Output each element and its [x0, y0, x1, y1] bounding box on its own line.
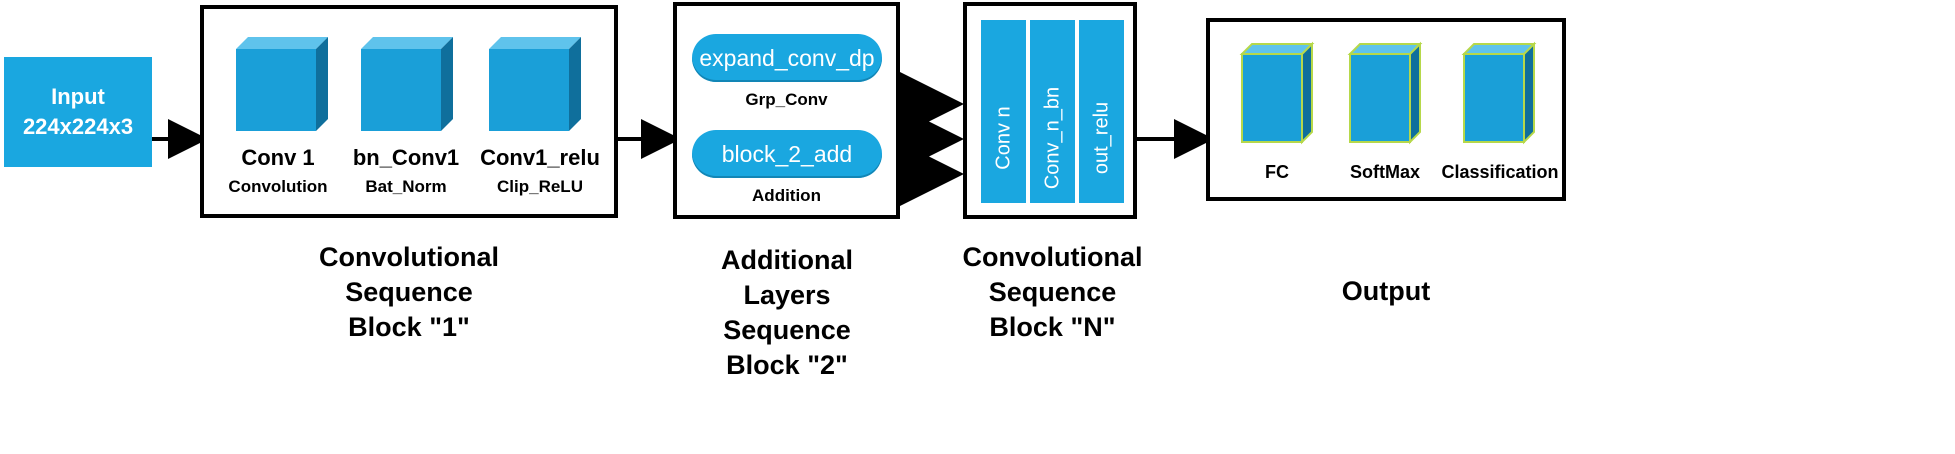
caption-block-2-line-3: Sequence — [723, 315, 851, 346]
bar-conv-n: Conv n — [981, 20, 1026, 203]
caption-block-n-line-3: Block "N" — [989, 312, 1116, 343]
pill-block-2-add: block_2_add — [692, 130, 882, 178]
layer-type-convolution: Convolution — [228, 177, 328, 196]
input-dimensions: 224x224x3 — [22, 114, 134, 139]
cube-conv1 — [236, 37, 328, 131]
caption-block-n-line-1: Convolutional — [962, 242, 1143, 272]
layer-type-bat-norm: Bat_Norm — [365, 177, 447, 196]
cube-fc — [1239, 41, 1315, 145]
input-box: Input 224x224x3 — [4, 57, 152, 167]
caption-block-2: Additional Layers Sequence Block "2" — [677, 243, 897, 383]
output-label-fc: FC — [1265, 162, 1289, 182]
caption-block-1-line-1: Convolutional — [319, 242, 499, 272]
input-label: Input — [51, 84, 105, 110]
layer-name-conv1: Conv 1 — [241, 145, 315, 170]
cube-conv1-relu — [489, 37, 581, 131]
caption-block-2-line-1: Additional — [721, 245, 853, 275]
bar-conv-n-bn: Conv_n_bn — [1030, 20, 1075, 203]
caption-block-n-line-2: Sequence — [988, 277, 1117, 308]
bar-label-conv-n-bn: Conv_n_bn — [1041, 86, 1063, 190]
pill-sub-addition: Addition — [752, 186, 821, 205]
output-block: FC SoftMax Classification — [1206, 18, 1566, 201]
conv-sequence-block-n: Conv n Conv_n_bn out_relu — [963, 2, 1137, 219]
bar-label-conv-n: Conv n — [992, 106, 1014, 170]
bar-label-out-relu: out_relu — [1090, 101, 1112, 175]
caption-block-1-line-3: Block "1" — [348, 312, 470, 343]
bar-out-relu: out_relu — [1079, 20, 1124, 203]
output-label-softmax: SoftMax — [1349, 162, 1420, 182]
output-cubes — [1239, 41, 1537, 145]
caption-block-2-line-4: Block "2" — [726, 350, 848, 381]
layer-name-conv1-relu: Conv1_relu — [480, 145, 600, 170]
cube-softmax — [1347, 41, 1423, 145]
layer-type-clip-relu: Clip_ReLU — [497, 177, 583, 196]
caption-block-1: Convolutional Sequence Block "1" — [290, 240, 528, 345]
caption-block-2-line-2: Layers — [743, 280, 831, 311]
output-label-classification: Classification — [1441, 162, 1559, 182]
layer-name-bn-conv1: bn_Conv1 — [352, 145, 460, 170]
cube-classification — [1461, 41, 1537, 145]
pill-sub-grp-conv: Grp_Conv — [745, 90, 828, 109]
additional-layers-block-2: expand_conv_dp Grp_Conv block_2_add Addi… — [673, 2, 900, 219]
pill-expand-conv-dp: expand_conv_dp — [692, 34, 882, 82]
block1-cubes — [236, 37, 581, 131]
caption-block-1-line-2: Sequence — [345, 277, 473, 308]
caption-output: Output — [1341, 276, 1431, 306]
cube-bn-conv1 — [361, 37, 453, 131]
caption-block-n: Convolutional Sequence Block "N" — [940, 240, 1165, 345]
conv-sequence-block-1: Conv 1 Convolution bn_Conv1 Bat_Norm Con… — [200, 5, 618, 218]
